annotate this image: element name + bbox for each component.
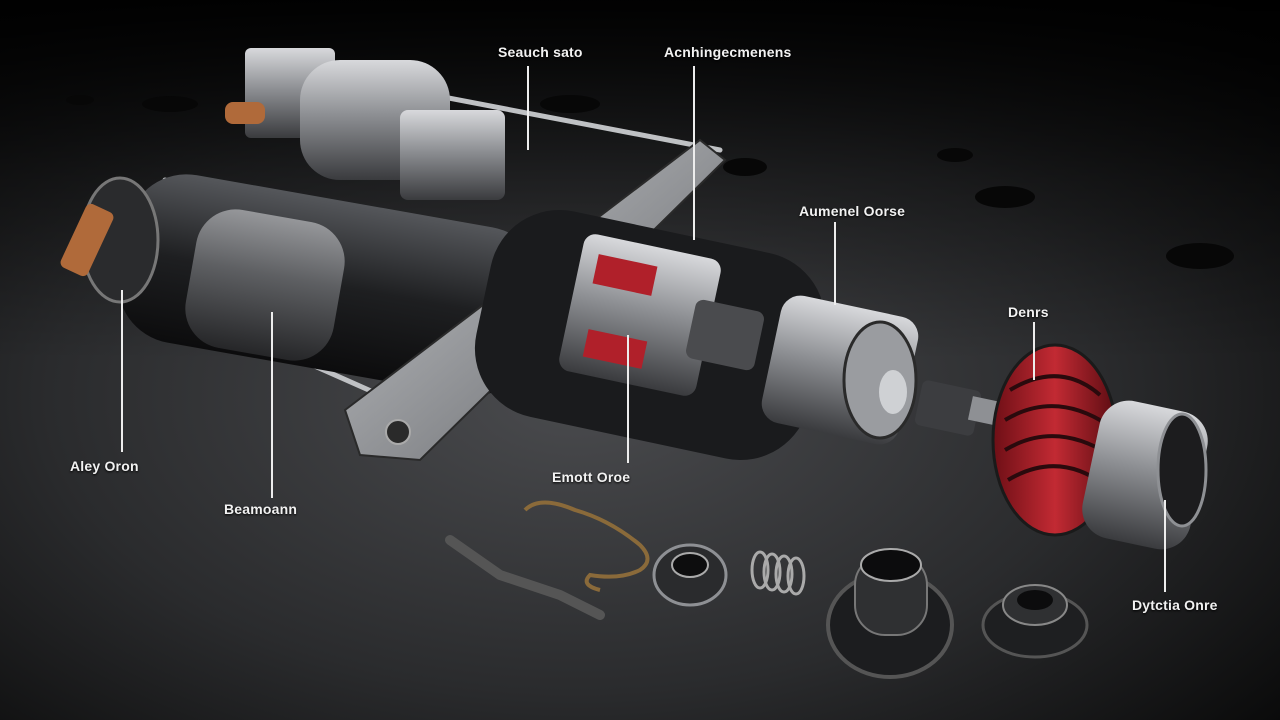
callout-attachments: Acnhingecmenens <box>664 44 792 60</box>
leader-lines <box>121 66 1166 592</box>
callout-center: Emott Oroe <box>552 469 631 485</box>
callout-drive: Denrs <box>1008 304 1049 320</box>
callout-bottom-right: Dytctia Onre <box>1132 597 1218 613</box>
callout-armature-cover: Aumenel Oorse <box>799 203 906 219</box>
surface-holes <box>66 95 1234 269</box>
brush-end-cap <box>60 176 160 304</box>
armature-housing <box>474 209 826 461</box>
callout-solenoid-switch: Seauch sato <box>498 44 583 60</box>
callout-left-end: Aley Oron <box>70 458 139 474</box>
loose-parts <box>445 500 1089 679</box>
solenoid <box>225 48 505 200</box>
drive-assembly <box>914 343 1208 550</box>
callout-body: Beamoann <box>224 501 298 517</box>
front-cylinder <box>761 295 919 445</box>
